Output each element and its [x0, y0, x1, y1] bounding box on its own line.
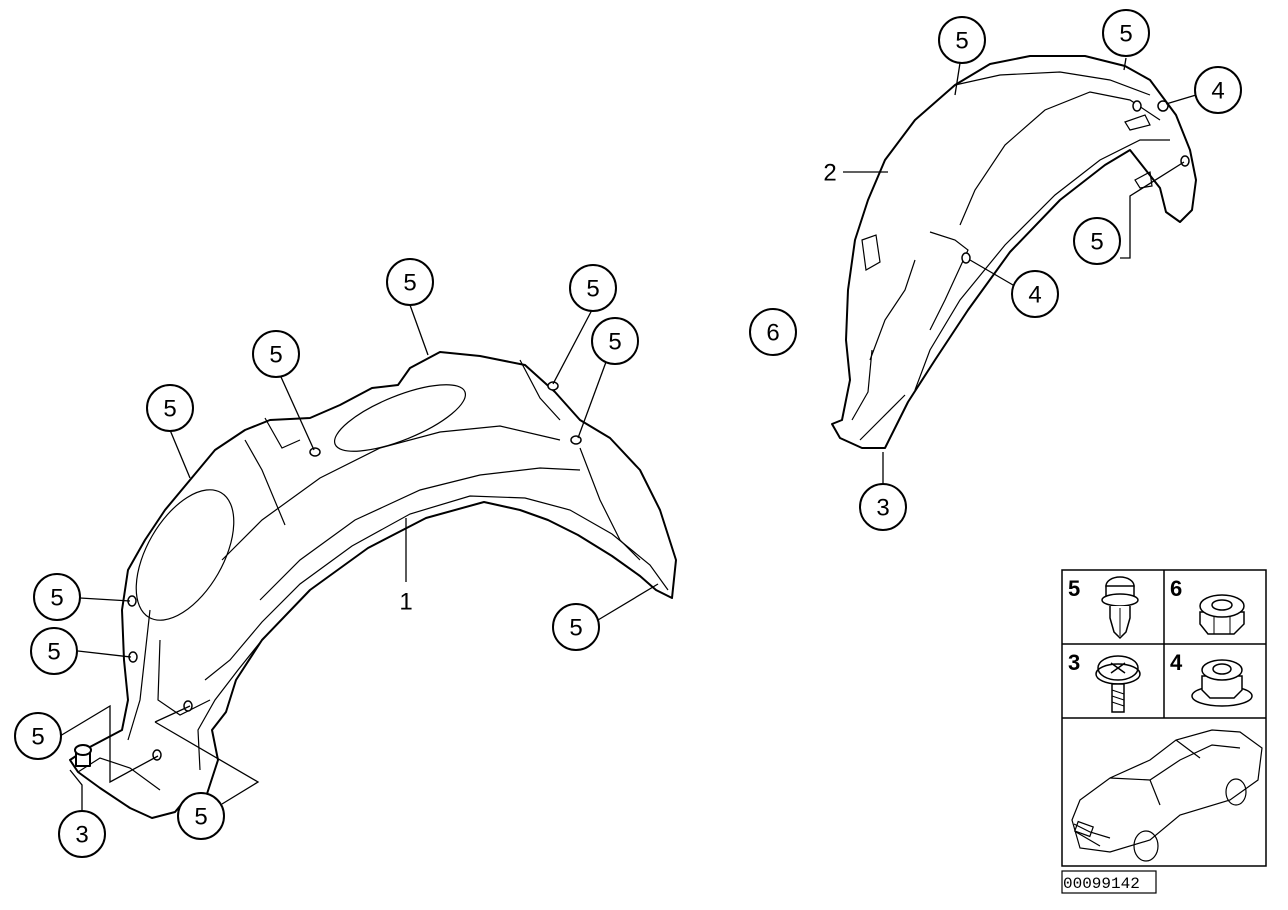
- legend-num-3: 3: [1068, 650, 1080, 675]
- svg-text:3: 3: [75, 822, 88, 849]
- callout-clip-left-a: 5: [386, 258, 434, 306]
- svg-text:5: 5: [269, 342, 282, 369]
- callout-clip-right-top-a: 5: [938, 16, 986, 64]
- document-number-text: 00099142: [1063, 875, 1140, 893]
- callout-clip-right-top-b: 5: [1102, 9, 1150, 57]
- svg-text:5: 5: [569, 615, 582, 642]
- legend-num-4: 4: [1170, 650, 1183, 675]
- legend-num-5: 5: [1068, 576, 1080, 601]
- svg-text:5: 5: [194, 804, 207, 831]
- callout-screw-left: 3: [58, 810, 106, 858]
- callout-clip-left-b: 5: [569, 264, 617, 312]
- svg-text:5: 5: [586, 276, 599, 303]
- svg-text:3: 3: [876, 495, 889, 522]
- leader-lines: [59, 57, 1197, 815]
- svg-text:4: 4: [1028, 282, 1041, 309]
- callout-part-1: 1: [399, 589, 412, 616]
- document-number: 00099142: [1061, 870, 1157, 894]
- callout-clip-right-side: 5: [1073, 217, 1121, 265]
- callout-part-2: 2: [823, 160, 836, 187]
- callout-bubbles: 1 5 5 5 5 5 5 5 5: [14, 9, 1242, 858]
- svg-text:4: 4: [1211, 78, 1224, 105]
- callout-clip-left-j: 5: [552, 603, 600, 651]
- callout-clip-left-d: 5: [252, 330, 300, 378]
- svg-text:5: 5: [1090, 229, 1103, 256]
- svg-text:6: 6: [766, 320, 779, 347]
- svg-text:5: 5: [47, 639, 60, 666]
- fastener-legend: 5 6 3 4: [1061, 569, 1267, 867]
- svg-text:5: 5: [608, 329, 621, 356]
- callout-clip-left-i: 5: [177, 792, 225, 840]
- svg-text:5: 5: [163, 396, 176, 423]
- callout-clip-left-h: 5: [14, 712, 62, 760]
- svg-text:5: 5: [31, 724, 44, 751]
- svg-text:5: 5: [955, 28, 968, 55]
- sedan-car-icon: [1071, 729, 1263, 862]
- callout-nut-right-mid: 4: [1011, 270, 1059, 318]
- callout-nut-standalone: 6: [749, 308, 797, 356]
- callout-clip-left-c: 5: [591, 317, 639, 365]
- hex-nut-icon: [1199, 594, 1245, 635]
- callout-clip-left-f: 5: [33, 573, 81, 621]
- callout-nut-right-top: 4: [1194, 66, 1242, 114]
- svg-text:5: 5: [1119, 21, 1132, 48]
- callout-clip-left-g: 5: [30, 627, 78, 675]
- callout-clip-left-e: 5: [146, 384, 194, 432]
- screw-icon: [1095, 655, 1141, 713]
- svg-text:5: 5: [403, 270, 416, 297]
- wheel-arch-liner-left: [69, 351, 677, 819]
- callout-screw-right: 3: [859, 483, 907, 531]
- wheel-arch-liner-right: [831, 55, 1197, 449]
- flange-nut-icon: [1191, 659, 1253, 707]
- expanding-rivet-icon: [1101, 576, 1139, 640]
- svg-text:5: 5: [50, 585, 63, 612]
- legend-num-6: 6: [1170, 576, 1182, 601]
